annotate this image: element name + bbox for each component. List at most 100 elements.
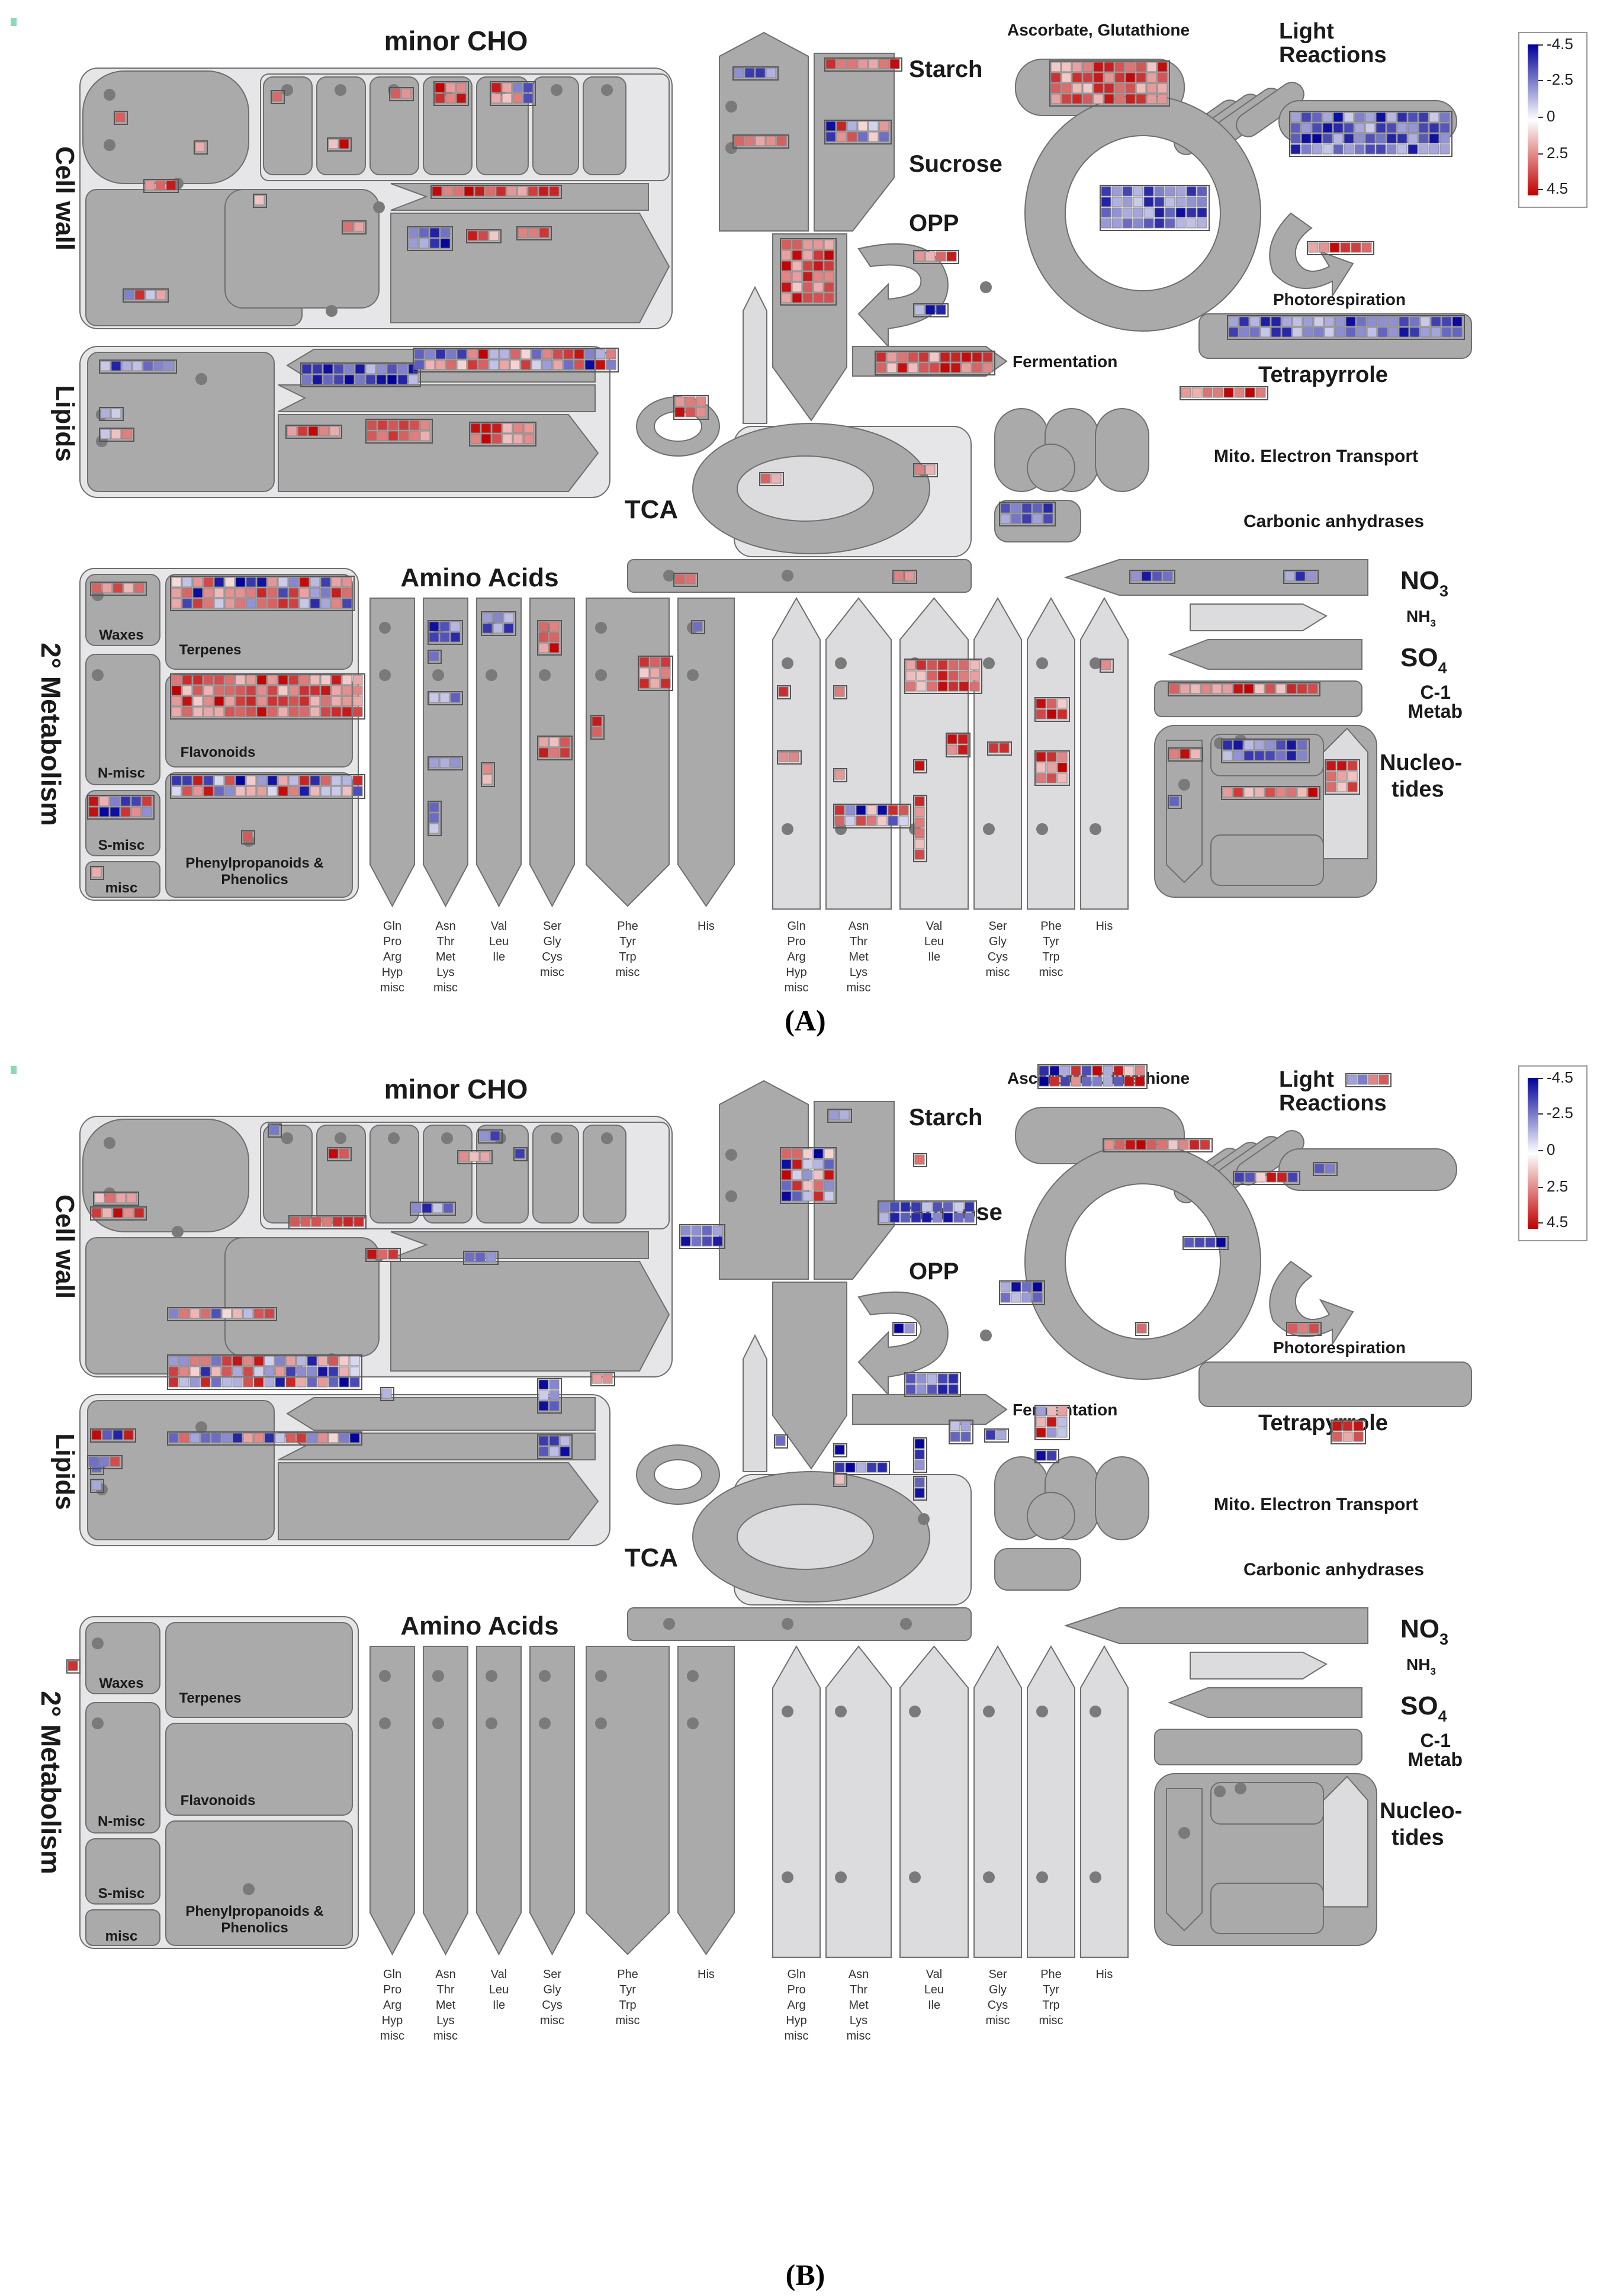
aa-degradation-label: Thr [850,1983,867,1996]
gene-square [1239,316,1249,327]
legend-tick-label: 0 [1547,107,1555,125]
lipids-arrow [278,1462,599,1540]
gene-square [1324,327,1335,338]
gene-square [120,807,131,817]
pathway-dot [983,1706,995,1717]
gene-square [203,775,214,786]
gene-square [235,685,246,696]
gene-square [1292,316,1303,327]
gene-square [538,1446,549,1457]
gene-square [549,747,560,758]
gene-square [802,1159,813,1170]
mito-label: Mito. Electron Transport [1214,447,1418,466]
gene-square [914,807,925,817]
gene-block [913,250,959,264]
gene-square [481,433,491,444]
gene-block-frame [428,801,442,836]
pathway-dot [379,1670,391,1682]
gene-square [307,1356,317,1366]
gene-square [1143,207,1154,218]
gene-square [131,807,142,817]
gene-square [192,685,203,696]
gene-block-frame [833,1443,847,1457]
gene-square [1061,72,1072,83]
gene-square [464,186,474,197]
gene-block [732,66,779,81]
gene-square [1213,387,1223,398]
gene-square [329,426,340,436]
gene-square [839,1110,850,1120]
amino-acid-degradation-arrow [1027,1645,1075,1958]
gene-block-frame [949,1420,973,1444]
gene-square [1298,1323,1309,1334]
gene-square [1376,144,1386,155]
gene-square [296,1356,307,1366]
gene-block-frame [1168,747,1203,762]
so4-label-main: SO [1400,643,1438,672]
gene-square [857,59,868,69]
gene-square [1439,133,1450,144]
gene-block [1180,386,1268,400]
gene-square [712,1236,723,1247]
gene-square [397,374,408,385]
gene-block [1135,1322,1149,1336]
pathway-dot [551,1132,563,1144]
gene-square [1211,683,1222,694]
gene-square [482,623,493,634]
gene-block [167,1307,277,1321]
gene-square [1284,571,1295,582]
gene-square [1157,1139,1168,1150]
amino-acid-bar [627,1607,972,1641]
cell-wall-label: Cell wall [50,146,79,251]
aa-degradation-label: misc [846,2030,870,2043]
pathway-dot [983,657,995,669]
gene-square [299,786,310,797]
pathway-dot [725,101,737,113]
gene-square [1178,1139,1189,1150]
gene-square [1407,133,1418,144]
gene-block [365,1248,401,1262]
gene-square [102,1430,113,1440]
pathway-dot [835,823,847,835]
gene-square [1376,133,1386,144]
gene-square [879,1212,889,1223]
gene-square [802,1170,813,1180]
gene-square [1125,94,1136,104]
gene-square [868,121,879,131]
phenyl-label-1: Phenylpropanoids & [185,855,323,871]
gene-square [1136,72,1146,83]
gene-square [914,760,925,771]
gene-square [1332,1421,1342,1431]
gene-square [1011,1292,1021,1303]
gene-square [1190,683,1201,694]
corner-marker [11,18,17,26]
gene-block [300,362,421,387]
pathway-dot [835,657,847,669]
gene-square [792,282,802,293]
gene-square [1407,123,1418,133]
gene-square [1082,94,1093,104]
gene-square [1420,327,1431,338]
gene-block-frame [466,229,502,243]
gene-block [90,582,147,596]
gene-square [538,621,549,632]
light-reactions-bar [1278,1148,1457,1191]
gene-square [299,685,310,696]
gene-square [387,364,397,374]
gene-square [267,707,278,717]
cell-wall-blob [82,1119,249,1232]
gene-square [789,752,799,762]
gene-block-frame [913,795,927,862]
gene-square [549,1379,560,1390]
gene-square [781,271,792,282]
gene-square [422,1203,432,1213]
aa-synth-label: Asn [435,920,455,933]
gene-square [489,359,499,370]
gene-square [224,775,235,786]
gene-square [328,139,339,149]
gene-square [232,1366,243,1377]
gene-square [278,696,288,707]
aa-synth-label: His [698,1968,715,1981]
gene-square [435,349,446,359]
